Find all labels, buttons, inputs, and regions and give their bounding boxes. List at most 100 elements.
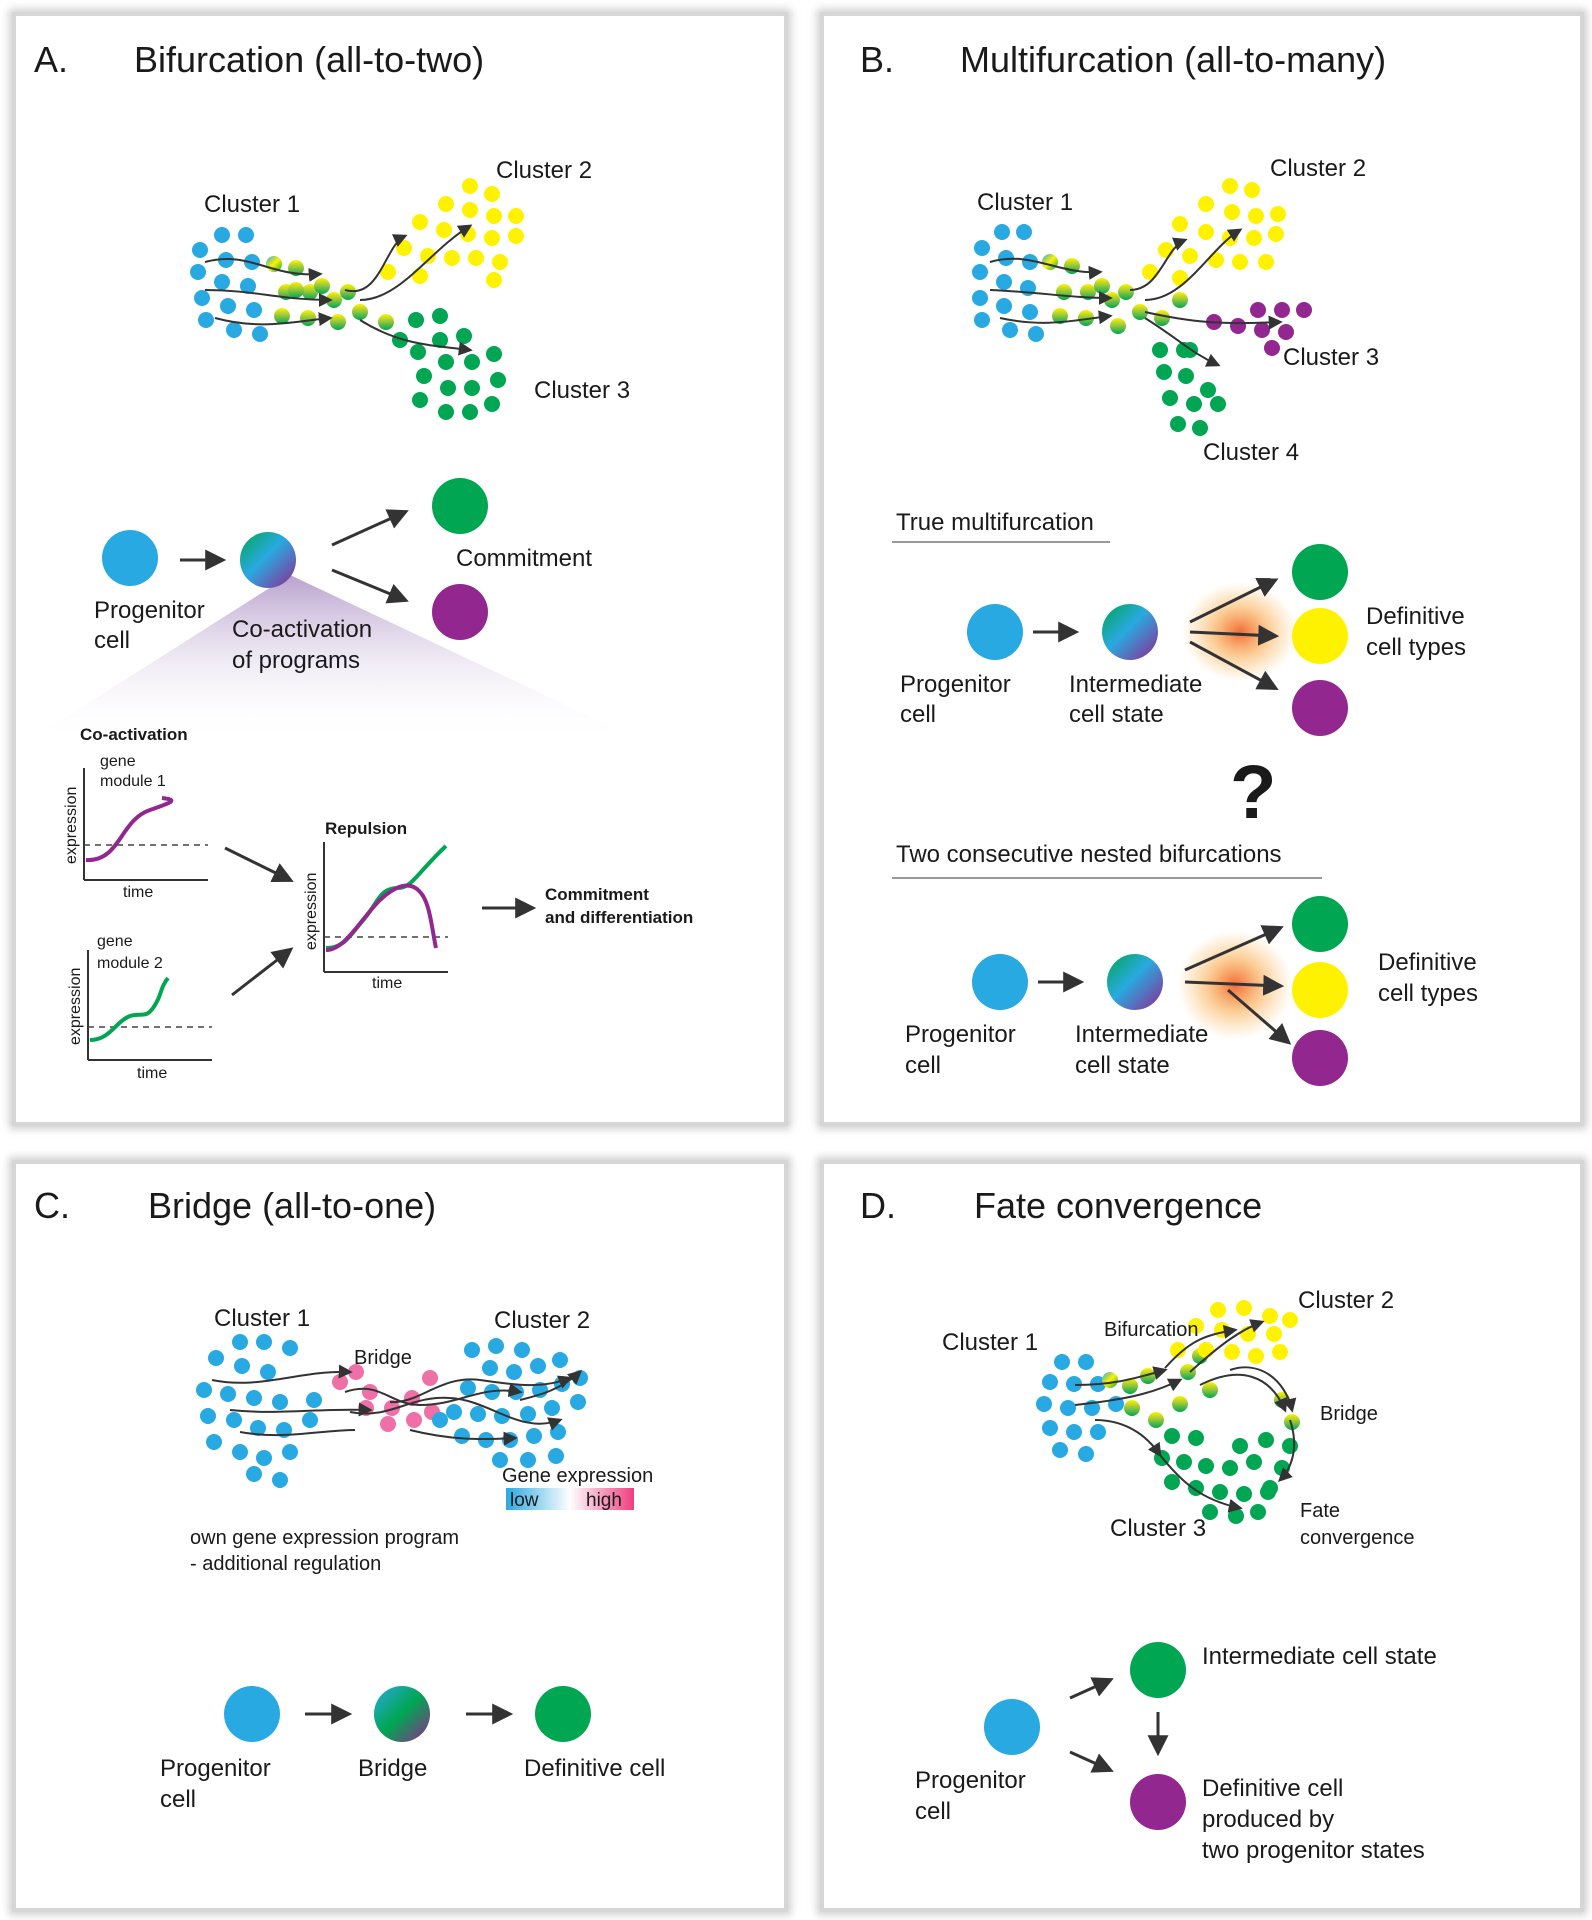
cell-dot [506, 1364, 522, 1380]
cell-dot [462, 404, 478, 420]
cell-dot [1042, 1374, 1058, 1390]
cell-dot [1258, 1432, 1274, 1448]
cell-dot [1110, 318, 1126, 334]
panel-c-trajectory-arrows [211, 1364, 583, 1446]
cell-dot [972, 290, 988, 306]
cell-dot [1222, 1460, 1238, 1476]
cell-dot [502, 1432, 518, 1448]
panel-b: B. Multifurcation (all-to-many) Cluster … [860, 39, 1478, 1086]
tm-yellow-cell [1292, 608, 1348, 664]
own-program-line-2: - additional regulation [190, 1553, 381, 1575]
cell-dot [462, 178, 478, 194]
panel-a-coactivation-cell [240, 532, 296, 588]
cell-dot [1198, 1342, 1214, 1358]
nb-definitive-label-1: Definitive [1378, 949, 1477, 976]
cell-dot [974, 312, 990, 328]
cell-dot [460, 1380, 476, 1396]
cell-dot [274, 308, 290, 324]
cell-dot [994, 224, 1010, 240]
cell-dot [486, 208, 502, 224]
cell-dot [432, 308, 448, 324]
cell-dot [520, 1452, 536, 1468]
cell-dot [1052, 308, 1068, 324]
cell-dot [432, 1412, 448, 1428]
cell-dot [1090, 1424, 1106, 1440]
cell-dot [468, 250, 484, 266]
cell-dot [1022, 304, 1038, 320]
cell-dot [550, 1424, 566, 1440]
d-progenitor-label-2: cell [915, 1798, 951, 1825]
cell-dot [196, 1382, 212, 1398]
cell-dot [1172, 292, 1188, 308]
cell-dot [220, 1386, 236, 1402]
tm-intermediate-cell [1102, 604, 1158, 660]
own-program-line-1: own gene expression program [190, 1527, 459, 1549]
tm-intermediate-label-2: cell state [1069, 701, 1164, 728]
cell-dot [416, 368, 432, 384]
cell-dot [192, 242, 208, 258]
panel-a-progenitor-label-1: Progenitor [94, 597, 205, 624]
d-intermediate-label: Intermediate cell state [1202, 1643, 1437, 1670]
cell-dot [1248, 208, 1264, 224]
panel-c-cluster2-label: Cluster 2 [494, 1307, 590, 1334]
panel-b-trajectory-arrows [989, 228, 1283, 367]
cell-dot [1154, 310, 1170, 326]
cell-dot [240, 278, 256, 294]
cell-dot [486, 346, 502, 362]
cell-dot [1284, 1414, 1300, 1430]
cell-dot [1118, 284, 1134, 300]
plot1-yaxis: expression [63, 787, 80, 864]
cell-dot [490, 372, 506, 388]
cell-dot [1170, 416, 1186, 432]
repulsion-yaxis: expression [303, 873, 320, 950]
c-bridge-cell-label: Bridge [358, 1755, 427, 1782]
cell-dot [1262, 1308, 1278, 1324]
panel-a-plot-module2: gene module 2 time expression [67, 933, 212, 1082]
plot1-label-2: module 1 [100, 773, 166, 790]
legend-low-label: low [510, 1490, 539, 1511]
cell-dot [1278, 324, 1294, 340]
cell-dot [484, 186, 500, 202]
cell-dot [306, 1392, 322, 1408]
nb-definitive-label-2: cell types [1378, 980, 1478, 1007]
cell-dot [1176, 1454, 1192, 1470]
cell-dot [1198, 196, 1214, 212]
d-definitive-label-2: produced by [1202, 1806, 1334, 1833]
cell-dot [300, 310, 316, 326]
cell-dot [206, 1434, 222, 1450]
tm-progenitor-cell [967, 604, 1023, 660]
cell-dot [1140, 1368, 1156, 1384]
commit-diff-label-1: Commitment [545, 885, 649, 904]
cell-dot [260, 1364, 276, 1380]
cell-dot [548, 1448, 564, 1464]
nb-yellow-cell [1292, 962, 1348, 1018]
panel-a-coact-label-1: Co-activation [232, 616, 372, 643]
d-intermediate-cell [1130, 1642, 1186, 1698]
cell-dot [282, 1444, 298, 1460]
true-multifurcation-label: True multifurcation [896, 509, 1094, 536]
cell-dot [1192, 420, 1208, 436]
cell-dot [302, 284, 318, 300]
cell-dot [1250, 302, 1266, 318]
cell-dot [1270, 206, 1286, 222]
cell-dot [1228, 1508, 1244, 1524]
cell-dot [464, 354, 480, 370]
cell-dot [1274, 302, 1290, 318]
cell-dot [1002, 322, 1018, 338]
cell-dot [1188, 1430, 1204, 1446]
panel-c-cluster1-label: Cluster 1 [214, 1305, 310, 1332]
cell-dot [1266, 1326, 1282, 1342]
cell-dot [1142, 264, 1158, 280]
cell-dot [1244, 182, 1260, 198]
cell-dot [432, 332, 448, 348]
c-progenitor-label-2: cell [160, 1786, 196, 1813]
tm-definitive-label-2: cell types [1366, 634, 1466, 661]
cell-dot [200, 1408, 216, 1424]
d-progenitor-cell [984, 1699, 1040, 1755]
panel-a-title: Bifurcation (all-to-two) [134, 39, 484, 80]
panel-b-cluster4-label: Cluster 4 [1203, 439, 1299, 466]
cell-dot [1224, 1344, 1240, 1360]
panel-frames [9, 9, 1587, 1915]
cell-dot [974, 240, 990, 256]
cell-dot [484, 396, 500, 412]
